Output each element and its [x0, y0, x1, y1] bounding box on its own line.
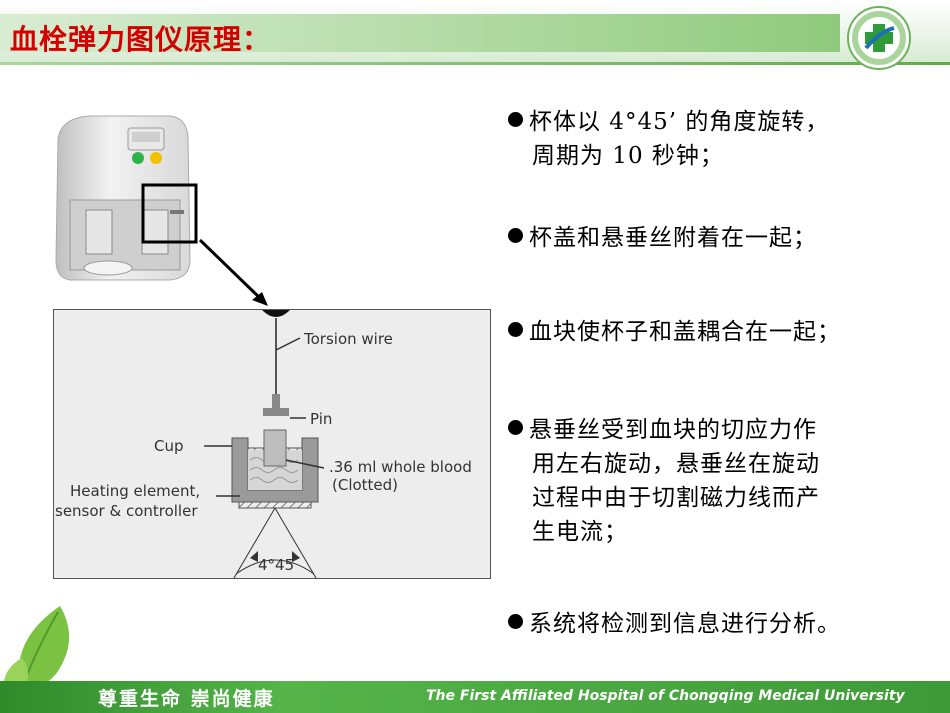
bullet-item: 系统将检测到信息进行分析。	[508, 607, 841, 641]
clotted-label: (Clotted)	[332, 476, 399, 494]
pin-stem	[272, 394, 280, 408]
torsion-wire-label: Torsion wire	[304, 330, 393, 348]
bullet-dot-icon	[508, 228, 523, 243]
teg-principle-diagram: Torsion wire Pin Cup .36 ml whole blood …	[53, 309, 491, 579]
heating-label: Heating element,	[70, 482, 201, 500]
header-bar	[0, 14, 840, 52]
hospital-logo-icon	[847, 6, 911, 70]
cup-label: Cup	[154, 437, 184, 455]
bullet-item: 悬垂丝受到血块的切应力作 用左右旋动，悬垂丝在旋动 过程中由于切割磁力线而产 生…	[508, 413, 820, 549]
bullet-dot-icon	[508, 614, 523, 629]
blood-label: .36 ml whole blood	[329, 458, 472, 476]
bullet-dot-icon	[508, 420, 523, 435]
slide-footer	[0, 681, 950, 713]
bullet-item: 血块使杯子和盖耦合在一起；	[508, 315, 841, 349]
bullet-dot-icon	[508, 112, 523, 127]
pin-head	[263, 429, 287, 467]
angle-label: 4°45	[258, 556, 295, 574]
torsion-wire-mount	[262, 310, 290, 317]
slide-title: 血栓弹力图仪原理：	[10, 23, 272, 56]
sensor-label: sensor & controller	[55, 502, 198, 520]
teg-analyzer-device-image	[55, 115, 198, 281]
pin-label: Pin	[310, 410, 333, 428]
bullet-item: 杯盖和悬垂丝附着在一起；	[508, 221, 817, 255]
bullet-item: 杯体以 4°45’ 的角度旋转， 周期为 10 秒钟；	[508, 105, 829, 173]
header-divider	[0, 62, 950, 65]
footer-hospital-name: The First Affiliated Hospital of Chongqi…	[426, 688, 905, 704]
footer-slogan: 尊重生命 崇尚健康	[98, 688, 275, 710]
bullet-dot-icon	[508, 322, 523, 337]
